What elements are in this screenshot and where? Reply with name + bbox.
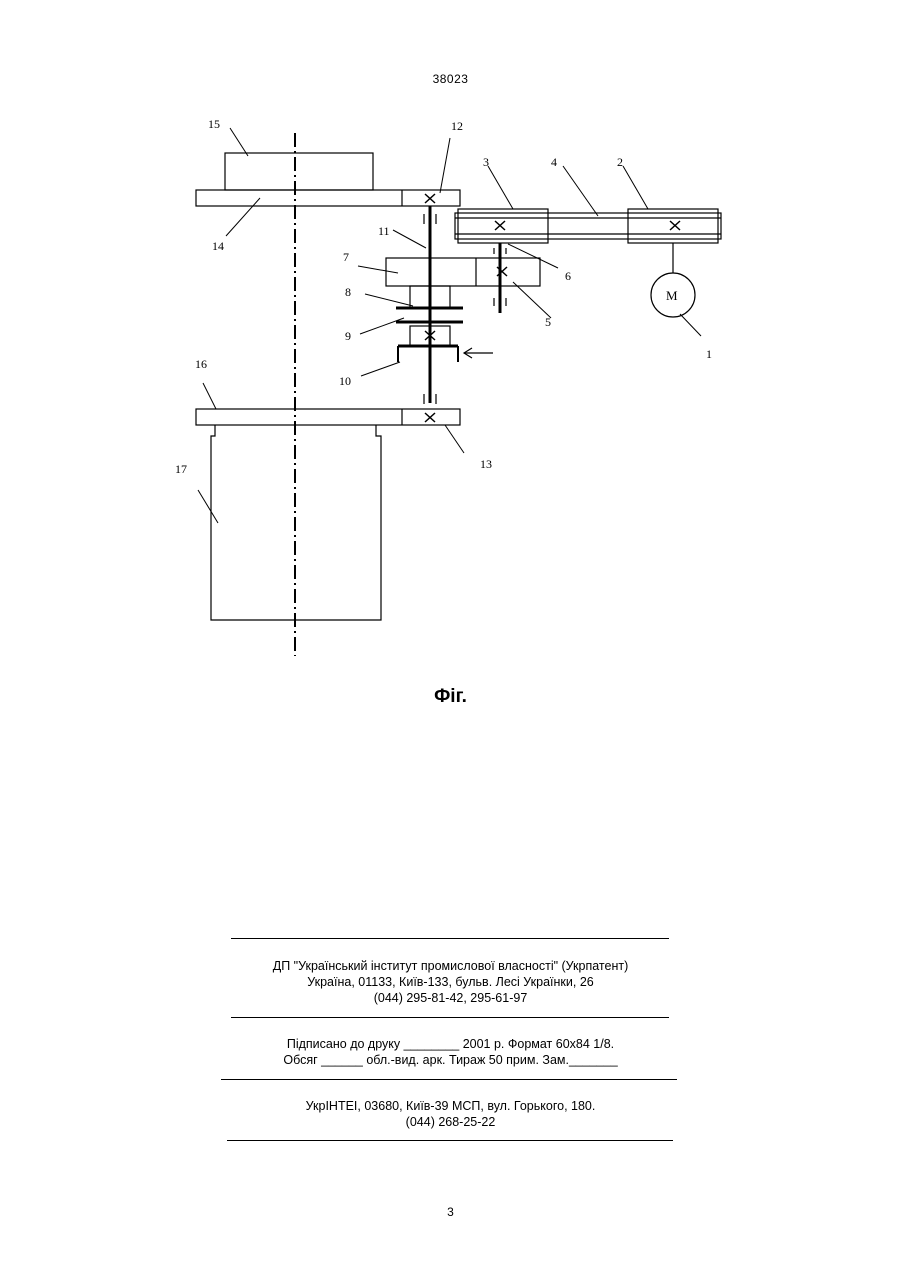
belt-4 [455,213,721,239]
plate-14 [196,190,460,206]
label-6: 6 [565,269,571,283]
figure-caption: Фіг. [0,686,901,708]
label-14: 14 [212,239,224,253]
label-8: 8 [345,285,351,299]
label-17: 17 [175,462,187,476]
mechanism-drawing: 15 12 3 4 2 14 11 6 7 8 9 10 5 1 16 13 1… [168,108,733,665]
label-16: 16 [195,357,207,371]
print-info: Підписано до друку ________ 2001 р. Форм… [0,1036,901,1068]
pulley-3 [458,209,548,243]
label-9: 9 [345,329,351,343]
gear-7 [386,258,540,286]
printer-line: (044) 268-25-22 [0,1114,901,1130]
publisher-info: ДП "Український інститут промислової вла… [0,958,901,1006]
label-11: 11 [378,224,390,238]
page-code: 38023 [0,72,901,86]
publisher-line: (044) 295-81-42, 295-61-97 [0,990,901,1006]
divider-4 [227,1140,673,1141]
label-1: 1 [706,347,712,361]
divider-3 [221,1079,677,1080]
label-7: 7 [343,250,349,264]
printer-info: УкрІНТЕІ, 03680, Київ-39 МСП, вул. Горьк… [0,1098,901,1130]
divider-2 [231,1017,669,1018]
label-2: 2 [617,155,623,169]
pulley-2 [628,209,718,243]
label-3: 3 [483,155,489,169]
plate-16 [196,409,460,425]
page-number: 3 [0,1205,901,1219]
label-5: 5 [545,315,551,329]
label-12: 12 [451,119,463,133]
label-13: 13 [480,457,492,471]
block-15 [225,153,373,190]
label-10: 10 [339,374,351,388]
divider-1 [231,938,669,939]
print-line: Підписано до друку ________ 2001 р. Форм… [0,1036,901,1052]
print-line: Обсяг ______ обл.-вид. арк. Тираж 50 при… [0,1052,901,1068]
kinematic-scheme: 15 12 3 4 2 14 11 6 7 8 9 10 5 1 16 13 1… [168,108,733,665]
label-15: 15 [208,117,220,131]
motor-symbol: M [666,288,678,303]
label-4: 4 [551,155,557,169]
publisher-line: ДП "Український інститут промислової вла… [0,958,901,974]
publisher-line: Україна, 01133, Київ-133, бульв. Лесі Ук… [0,974,901,990]
printer-line: УкрІНТЕІ, 03680, Київ-39 МСП, вул. Горьк… [0,1098,901,1114]
